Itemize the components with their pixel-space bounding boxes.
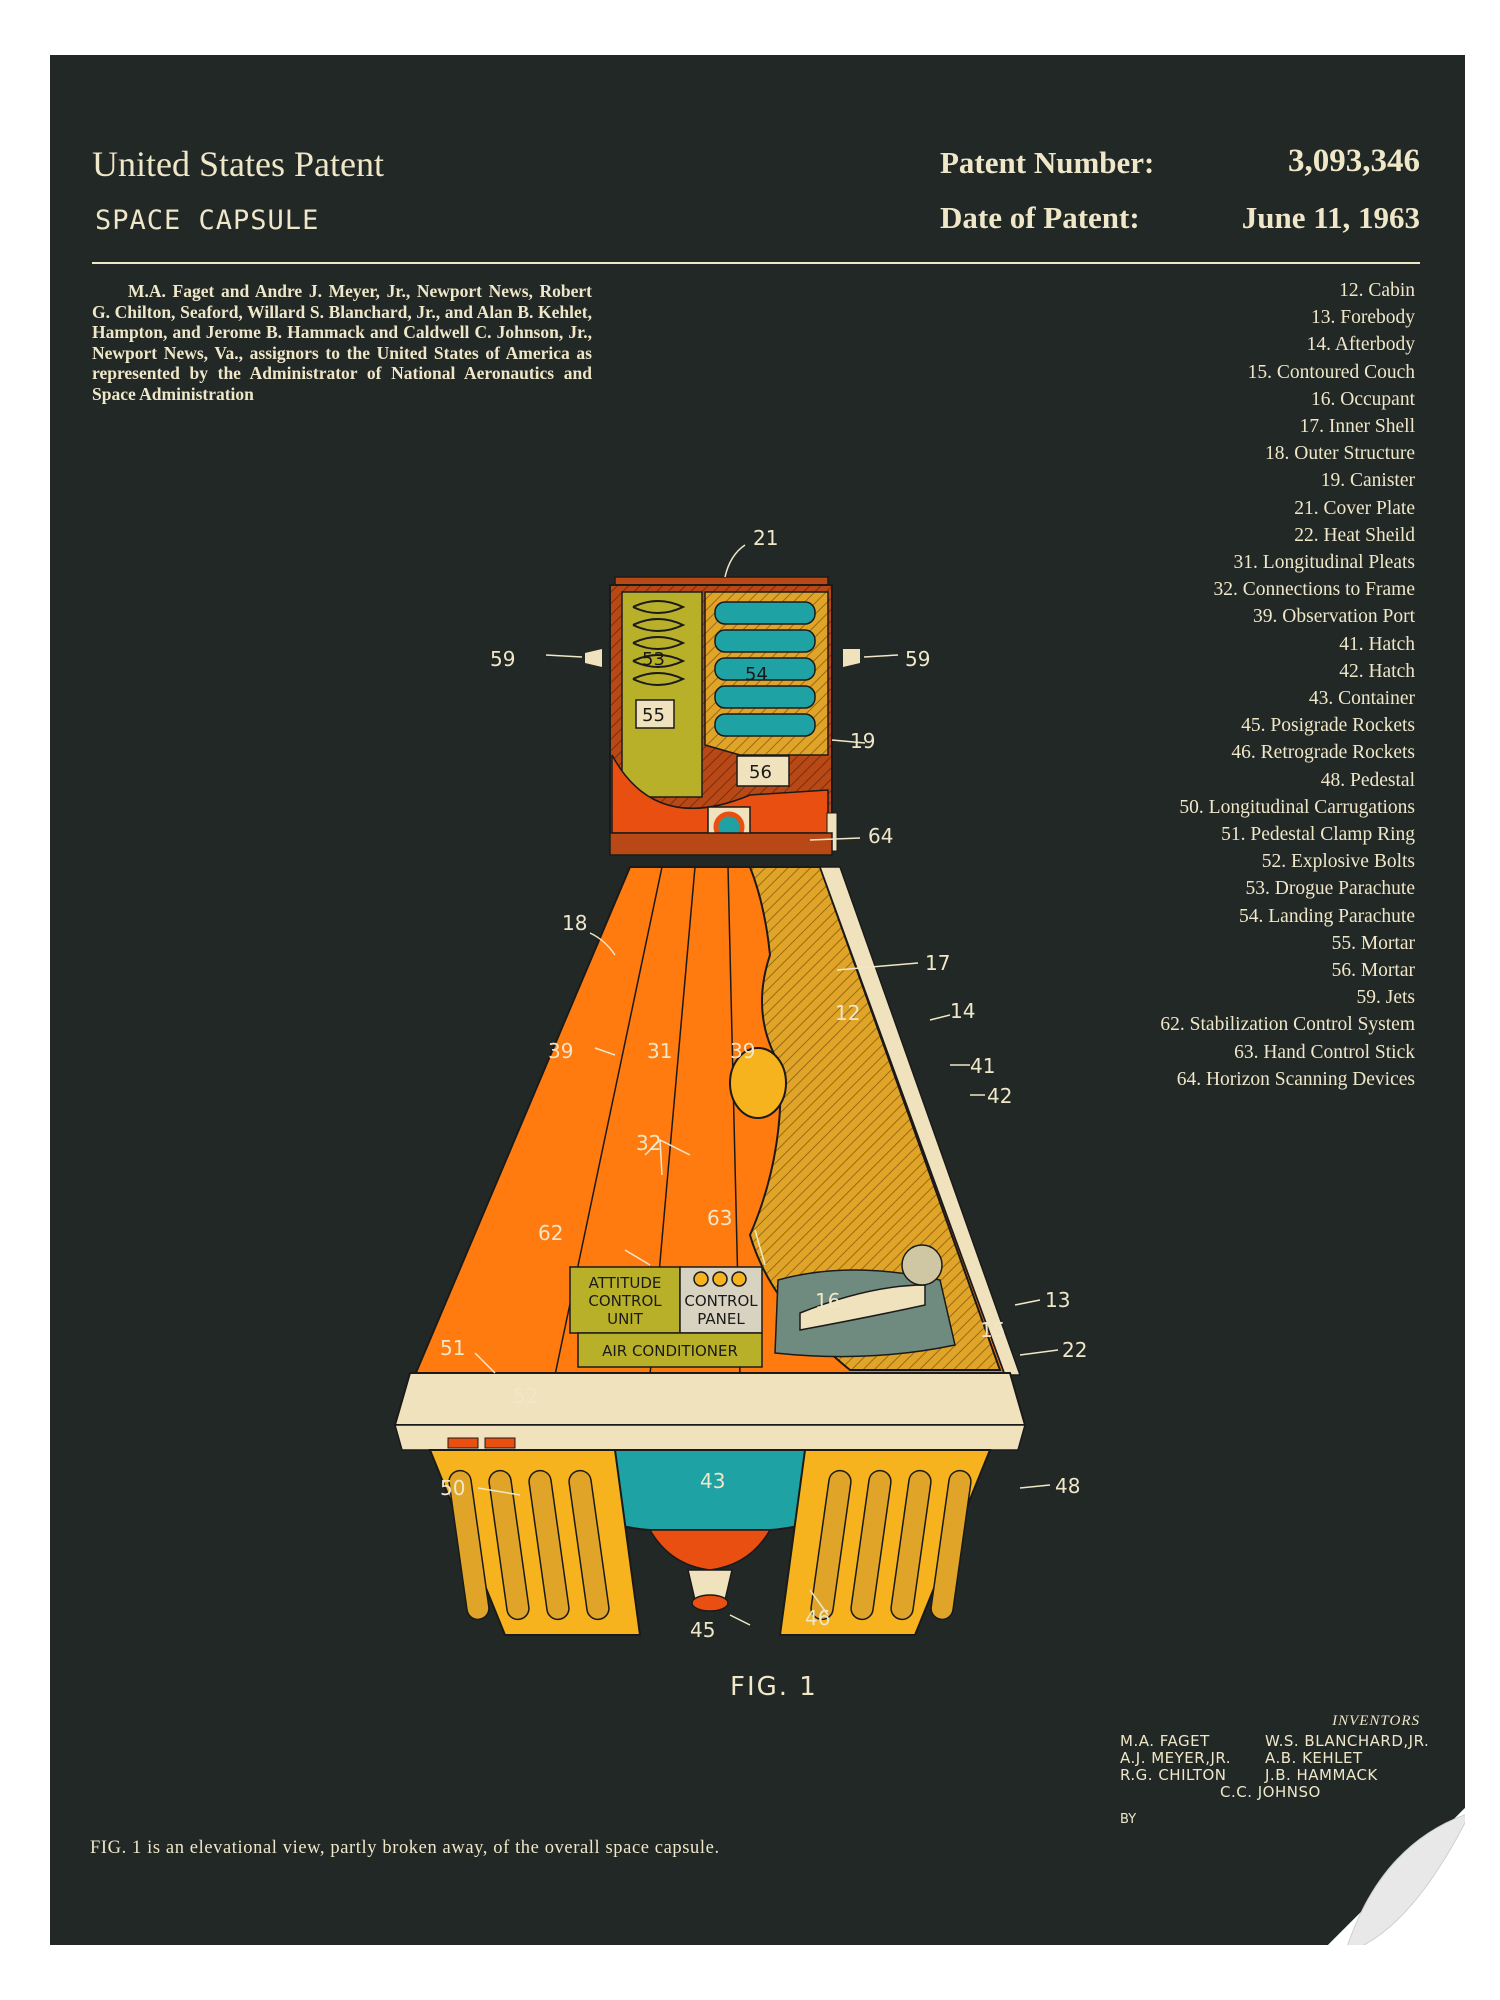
callout-41: 41 — [970, 1054, 995, 1078]
legend-item: 53. Drogue Parachute — [1245, 878, 1415, 900]
callout-52: 52 — [513, 1384, 538, 1408]
inventor-name: C.C. JOHNSO — [1220, 1783, 1321, 1801]
legend-item: 55. Mortar — [1331, 932, 1415, 954]
attitude-label-2: CONTROL — [588, 1292, 662, 1310]
inventor-name: M.A. FAGET — [1120, 1732, 1210, 1750]
inventor-name: A.B. KEHLET — [1265, 1749, 1363, 1767]
legend-item: 31. Longitudinal Pleats — [1233, 552, 1415, 574]
legend-item: 64. Horizon Scanning Devices — [1176, 1068, 1415, 1090]
pedestal-right — [778, 1449, 992, 1636]
callout-15: 15 — [980, 1318, 1005, 1342]
invention-title: SPACE CAPSULE — [95, 205, 320, 236]
callout-55: 55 — [642, 705, 665, 726]
air-conditioner-label: AIR CONDITIONER — [602, 1342, 738, 1360]
parts-legend: 12. Cabin 13. Forebody 14. Afterbody 15.… — [1160, 277, 1415, 1093]
legend-item: 54. Landing Parachute — [1239, 905, 1415, 927]
pedestal-left — [428, 1449, 642, 1636]
inventor-name: R.G. CHILTON — [1120, 1766, 1227, 1784]
legend-item: 62. Stabilization Control System — [1160, 1014, 1415, 1036]
legend-item: 14. Afterbody — [1306, 334, 1415, 356]
capsule-body — [413, 866, 1022, 1376]
callout-51: 51 — [440, 1336, 465, 1360]
callout-48: 48 — [1055, 1474, 1080, 1498]
legend-item: 42. Hatch — [1339, 660, 1415, 682]
figure-caption: FIG. 1 is an elevational view, partly br… — [90, 1838, 720, 1858]
legend-item: 32. Connections to Frame — [1213, 579, 1415, 601]
callout-63: 63 — [707, 1206, 732, 1230]
callout-16: 16 — [815, 1289, 840, 1313]
callout-18: 18 — [562, 911, 587, 935]
legend-item: 18. Outer Structure — [1264, 443, 1415, 465]
patent-title: United States Patent — [92, 144, 384, 184]
legend-item: 19. Canister — [1320, 470, 1415, 492]
patent-date-value: June 11, 1963 — [1241, 200, 1420, 235]
callout-50: 50 — [440, 1476, 465, 1500]
callout-21: 21 — [753, 526, 778, 550]
capsule-diagram: 21 59 59 19 64 18 17 14 41 42 39 31 39 1… — [393, 526, 1087, 1642]
legend-item: 22. Heat Sheild — [1294, 524, 1415, 546]
callout-39-left: 39 — [548, 1039, 573, 1063]
callout-14: 14 — [950, 999, 975, 1023]
patent-number-value: 3,093,346 — [1288, 143, 1420, 179]
callout-56: 56 — [749, 762, 772, 783]
legend-item: 12. Cabin — [1339, 280, 1415, 301]
callout-64: 64 — [868, 824, 893, 848]
panel-label-1: CONTROL — [684, 1292, 758, 1310]
patent-date-label: Date of Patent: — [940, 200, 1140, 235]
callout-13: 13 — [1045, 1288, 1070, 1312]
legend-item: 45. Posigrade Rockets — [1241, 715, 1415, 737]
callout-19: 19 — [850, 729, 875, 753]
legend-item: 63. Hand Control Stick — [1234, 1041, 1415, 1063]
callout-62: 62 — [538, 1221, 563, 1245]
by-label: BY — [1120, 1812, 1137, 1827]
callout-59-left: 59 — [490, 647, 515, 671]
inventors-heading: INVENTORS — [1332, 1713, 1420, 1729]
sticker-peel-curl — [1328, 1808, 1465, 1945]
legend-item: 56. Mortar — [1331, 960, 1415, 982]
legend-item: 41. Hatch — [1339, 633, 1415, 655]
callout-46: 46 — [805, 1606, 830, 1630]
figure-label: FIG. 1 — [730, 1672, 818, 1702]
legend-item: 50. Longitudinal Carrugations — [1179, 796, 1415, 818]
attitude-label-1: ATTITUDE — [589, 1274, 662, 1292]
callout-53: 53 — [642, 649, 665, 670]
callout-59-right: 59 — [905, 647, 930, 671]
callout-39-right: 39 — [730, 1039, 755, 1063]
legend-item: 52. Explosive Bolts — [1261, 851, 1415, 873]
legend-item: 16. Occupant — [1311, 388, 1415, 410]
canister-section — [585, 576, 860, 856]
patent-number-label: Patent Number: — [940, 145, 1155, 180]
callout-17: 17 — [925, 951, 950, 975]
inventor-name: A.J. MEYER,JR. — [1120, 1749, 1232, 1767]
legend-item: 39. Observation Port — [1253, 606, 1415, 628]
callout-31: 31 — [647, 1039, 672, 1063]
legend-item: 48. Pedestal — [1320, 769, 1415, 791]
callout-45: 45 — [690, 1618, 715, 1642]
header-divider — [92, 262, 1420, 264]
panel-label-2: PANEL — [697, 1310, 745, 1328]
callout-43: 43 — [700, 1469, 725, 1493]
callout-32: 32 — [636, 1131, 661, 1155]
legend-item: 51. Pedestal Clamp Ring — [1221, 824, 1415, 846]
legend-item: 59. Jets — [1356, 987, 1416, 1009]
patent-poster: United States Patent SPACE CAPSULE Paten… — [50, 55, 1465, 1945]
callout-12: 12 — [835, 1001, 860, 1025]
legend-item: 13. Forebody — [1311, 307, 1415, 329]
leader-lines — [474, 544, 1059, 1626]
inventor-name: W.S. BLANCHARD,JR. — [1265, 1732, 1430, 1750]
callout-22: 22 — [1062, 1338, 1087, 1362]
inventor-name: J.B. HAMMACK — [1265, 1766, 1378, 1784]
callout-42: 42 — [987, 1084, 1012, 1108]
attitude-label-3: UNIT — [607, 1310, 644, 1328]
legend-item: 15. Contoured Couch — [1247, 361, 1415, 383]
legend-item: 46. Retrograde Rockets — [1231, 742, 1415, 764]
legend-item: 17. Inner Shell — [1299, 416, 1415, 438]
legend-item: 21. Cover Plate — [1294, 497, 1415, 519]
legend-item: 43. Container — [1308, 688, 1415, 710]
callout-54: 54 — [745, 664, 768, 685]
assignors-text: M.A. Faget and Andre J. Meyer, Jr., Newp… — [92, 281, 592, 404]
